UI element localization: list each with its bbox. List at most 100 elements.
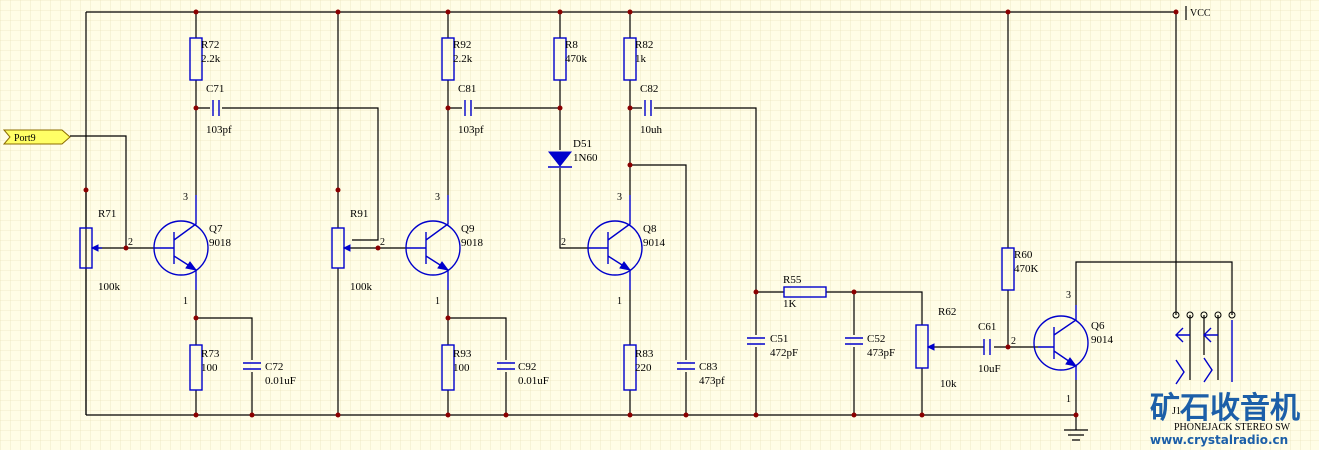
- capacitor-c83: [677, 362, 695, 370]
- svg-text:www.crystalradio.cn: www.crystalradio.cn: [1150, 433, 1288, 447]
- svg-text:R72: R72: [201, 39, 219, 51]
- svg-text:C71: C71: [206, 83, 224, 95]
- svg-text:1: 1: [617, 296, 622, 307]
- svg-text:Port9: Port9: [14, 133, 36, 144]
- resistor-r92: [441, 37, 455, 81]
- wires: [70, 11, 1233, 430]
- transistor-q9: [405, 195, 461, 290]
- svg-text:C61: C61: [978, 321, 996, 333]
- svg-text:3: 3: [1066, 290, 1071, 301]
- svg-text:220: 220: [635, 362, 652, 374]
- resistor-r8: [553, 37, 567, 81]
- resistor-r82: [623, 37, 637, 81]
- svg-text:1: 1: [183, 296, 188, 307]
- transistor-q8: [587, 195, 643, 290]
- svg-text:R60: R60: [1014, 249, 1033, 261]
- resistor-r93: [441, 344, 455, 391]
- capacitor-c81: [464, 100, 472, 116]
- diode-d51: [547, 151, 573, 168]
- phonejack-j1: [1172, 311, 1236, 385]
- svg-text:Q8: Q8: [643, 223, 657, 235]
- svg-text:VCC: VCC: [1190, 8, 1211, 19]
- svg-text:C92: C92: [518, 361, 536, 373]
- svg-text:R71: R71: [98, 208, 116, 220]
- svg-text:2: 2: [1011, 336, 1016, 347]
- svg-text:Q7: Q7: [209, 223, 223, 235]
- capacitor-c52: [845, 337, 863, 345]
- svg-text:103pf: 103pf: [458, 124, 484, 136]
- svg-text:1: 1: [1066, 394, 1071, 405]
- svg-text:9014: 9014: [1091, 334, 1114, 346]
- svg-text:C82: C82: [640, 83, 658, 95]
- svg-text:3: 3: [617, 192, 622, 203]
- svg-text:J1: J1: [1172, 406, 1181, 417]
- svg-text:C83: C83: [699, 361, 718, 373]
- svg-text:D51: D51: [573, 138, 592, 150]
- svg-text:2.2k: 2.2k: [201, 53, 221, 65]
- capacitor-c71: [212, 100, 220, 116]
- svg-text:Q6: Q6: [1091, 320, 1105, 332]
- junctions: [83, 9, 1179, 418]
- svg-text:103pf: 103pf: [206, 124, 232, 136]
- svg-text:1N60: 1N60: [573, 152, 598, 164]
- capacitor-c72: [243, 362, 261, 370]
- resistor-r72: [189, 37, 203, 81]
- svg-text:2.2k: 2.2k: [453, 53, 473, 65]
- svg-text:C72: C72: [265, 361, 283, 373]
- svg-text:R92: R92: [453, 39, 471, 51]
- svg-text:100: 100: [453, 362, 470, 374]
- watermark: J1 矿石收音机 PHONEJACK STEREO SW www.crystal…: [1150, 391, 1300, 447]
- vcc-label: VCC: [1185, 6, 1211, 20]
- svg-text:2: 2: [128, 237, 133, 248]
- svg-text:矿石收音机: 矿石收音机: [1150, 391, 1300, 426]
- potentiometer-r91: [331, 227, 351, 269]
- svg-text:R83: R83: [635, 348, 654, 360]
- svg-text:470k: 470k: [565, 53, 588, 65]
- svg-text:100k: 100k: [98, 281, 121, 293]
- svg-text:R55: R55: [783, 274, 802, 286]
- svg-text:470K: 470K: [1014, 263, 1039, 275]
- svg-text:R91: R91: [350, 208, 368, 220]
- svg-text:C51: C51: [770, 333, 788, 345]
- svg-text:0.01uF: 0.01uF: [265, 375, 296, 387]
- resistor-r60: [1001, 247, 1015, 291]
- component-labels: R72 2.2k R92 2.2k R8 470k R82 1k C71 103…: [98, 39, 1114, 390]
- svg-text:R93: R93: [453, 348, 472, 360]
- resistor-r83: [623, 344, 637, 391]
- svg-text:Q9: Q9: [461, 223, 475, 235]
- capacitor-c92: [497, 362, 515, 370]
- svg-text:R73: R73: [201, 348, 220, 360]
- svg-text:100: 100: [201, 362, 218, 374]
- svg-text:R8: R8: [565, 39, 578, 51]
- svg-text:473pF: 473pF: [867, 347, 895, 359]
- svg-text:R62: R62: [938, 306, 956, 318]
- svg-text:2: 2: [380, 237, 385, 248]
- capacitor-c51: [747, 337, 765, 345]
- svg-text:R82: R82: [635, 39, 653, 51]
- capacitor-c61: [983, 339, 991, 355]
- svg-text:C81: C81: [458, 83, 476, 95]
- svg-text:0.01uF: 0.01uF: [518, 375, 549, 387]
- svg-text:10k: 10k: [940, 378, 957, 390]
- transistor-q6: [1033, 305, 1089, 380]
- port9-connector: Port9: [2, 129, 71, 145]
- svg-text:1k: 1k: [635, 53, 647, 65]
- svg-text:3: 3: [435, 192, 440, 203]
- pin-numbers: 3 2 1 3 2 1 3 2 1 3 2 1: [128, 192, 1071, 405]
- capacitor-c82: [644, 100, 652, 116]
- svg-text:C52: C52: [867, 333, 885, 345]
- svg-text:1: 1: [435, 296, 440, 307]
- svg-text:1K: 1K: [783, 298, 797, 310]
- svg-text:100k: 100k: [350, 281, 373, 293]
- transistor-q7: [153, 195, 209, 290]
- svg-text:3: 3: [183, 192, 188, 203]
- svg-text:2: 2: [561, 237, 566, 248]
- svg-text:9018: 9018: [461, 237, 484, 249]
- svg-text:10uF: 10uF: [978, 363, 1001, 375]
- potentiometer-r71: [79, 227, 102, 269]
- svg-text:473pf: 473pf: [699, 375, 725, 387]
- ground-symbol: [1064, 429, 1088, 441]
- resistor-r73: [189, 344, 203, 391]
- svg-text:472pF: 472pF: [770, 347, 798, 359]
